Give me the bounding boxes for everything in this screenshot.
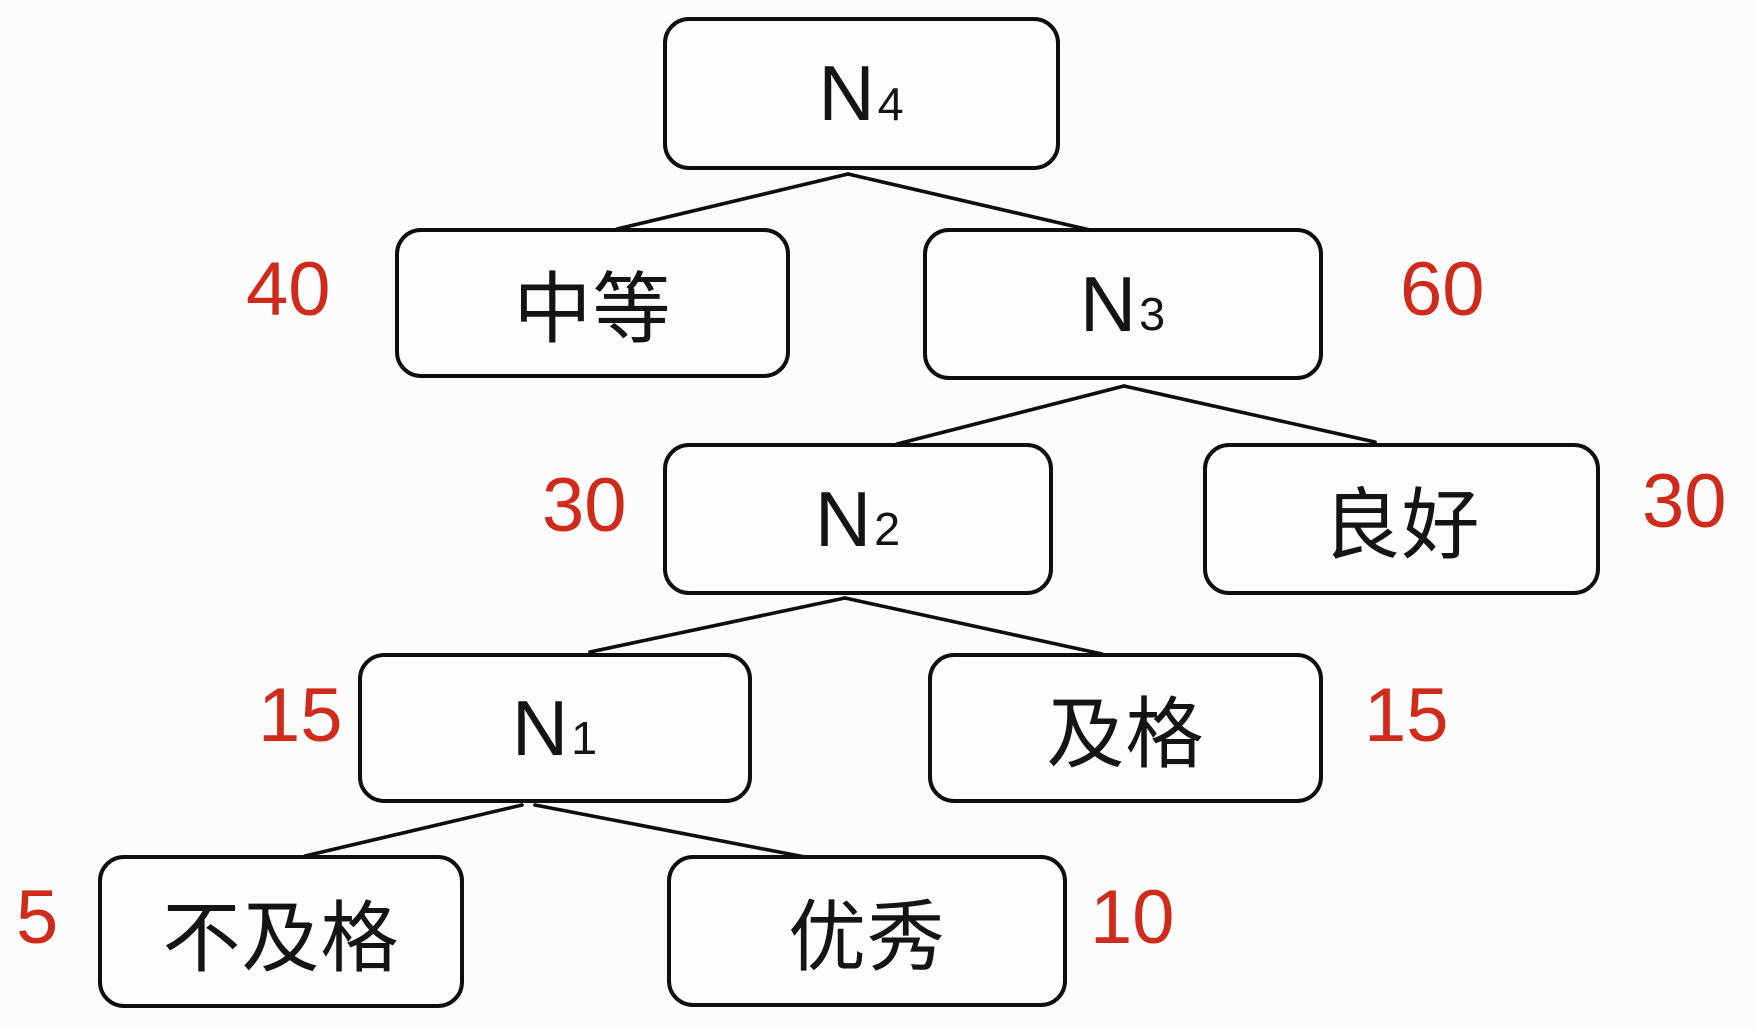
tree-node-good: 良好 <box>1203 443 1600 595</box>
weight-n2: 30 <box>542 463 627 548</box>
node-label: 良好 <box>1322 481 1481 569</box>
node-label: 中等 <box>513 265 672 353</box>
node-label-subscript: 3 <box>1139 288 1167 341</box>
tree-node-fail: 不及格 <box>98 855 464 1008</box>
node-label: 优秀 <box>787 893 946 981</box>
tree-node-medium: 中等 <box>395 228 790 378</box>
node-label-subscript: 1 <box>571 712 599 765</box>
edge-n4-n3 <box>846 172 1092 232</box>
weight-medium: 40 <box>246 247 331 332</box>
weight-n1: 15 <box>258 673 343 758</box>
edge-n1-fail <box>303 803 524 858</box>
node-label: N <box>818 49 876 137</box>
weight-pass: 15 <box>1364 673 1449 758</box>
node-label: N <box>511 683 570 772</box>
node-label-subscript: 4 <box>877 77 905 130</box>
weight-excellent: 10 <box>1090 875 1175 960</box>
tree-node-excellent: 优秀 <box>667 855 1067 1007</box>
tree-node-pass: 及格 <box>928 653 1323 803</box>
edge-n3-n2 <box>895 384 1126 446</box>
node-label: N <box>1079 259 1138 348</box>
edge-n3-good <box>1122 384 1377 444</box>
edge-n1-excellent <box>533 803 807 859</box>
edge-n2-n1 <box>588 596 847 654</box>
node-label: 不及格 <box>162 893 400 982</box>
weight-good: 30 <box>1642 459 1727 544</box>
weight-n3: 60 <box>1400 247 1485 332</box>
node-label: 及格 <box>1046 690 1205 778</box>
edge-n4-medium <box>615 172 850 231</box>
node-label-subscript: 2 <box>874 503 902 556</box>
edge-n2-pass <box>843 596 1104 656</box>
weight-fail: 5 <box>16 875 59 960</box>
node-label: N <box>814 474 873 563</box>
